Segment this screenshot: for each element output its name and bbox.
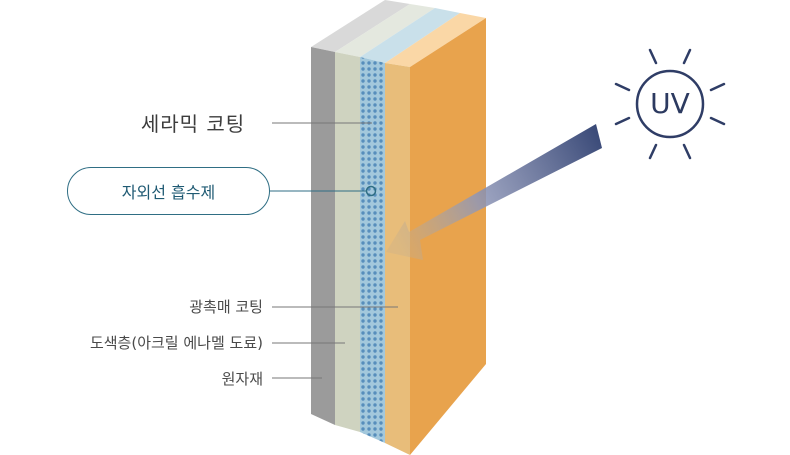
uv-text: UV bbox=[650, 87, 690, 120]
photocatalyst-layer bbox=[385, 63, 410, 455]
uv-arrow bbox=[386, 124, 602, 260]
ceramic-coating-label: 세라믹 코팅 bbox=[140, 112, 246, 136]
uv-absorber-dots bbox=[360, 57, 385, 443]
color-layer-top bbox=[335, 4, 435, 57]
uv-absorber-marker bbox=[365, 185, 377, 197]
uv-absorber-callout: 자외선 흡수제 bbox=[67, 167, 270, 215]
sun-icon bbox=[614, 48, 726, 160]
raw-material-top bbox=[311, 0, 410, 52]
color-layer-label: 도색층(아크릴 에나멜 도료) bbox=[89, 334, 263, 352]
color-layer bbox=[335, 52, 360, 432]
uv-absorber-top bbox=[360, 8, 460, 63]
raw-material-label: 원자재 bbox=[221, 370, 263, 388]
uv-absorber-label: 자외선 흡수제 bbox=[121, 183, 216, 202]
photocatalyst-top bbox=[385, 13, 486, 67]
raw-material-layer bbox=[311, 47, 335, 425]
ceramic-coating-front bbox=[410, 18, 486, 455]
photocatalyst-coating-label: 광촉매 코팅 bbox=[189, 298, 263, 316]
